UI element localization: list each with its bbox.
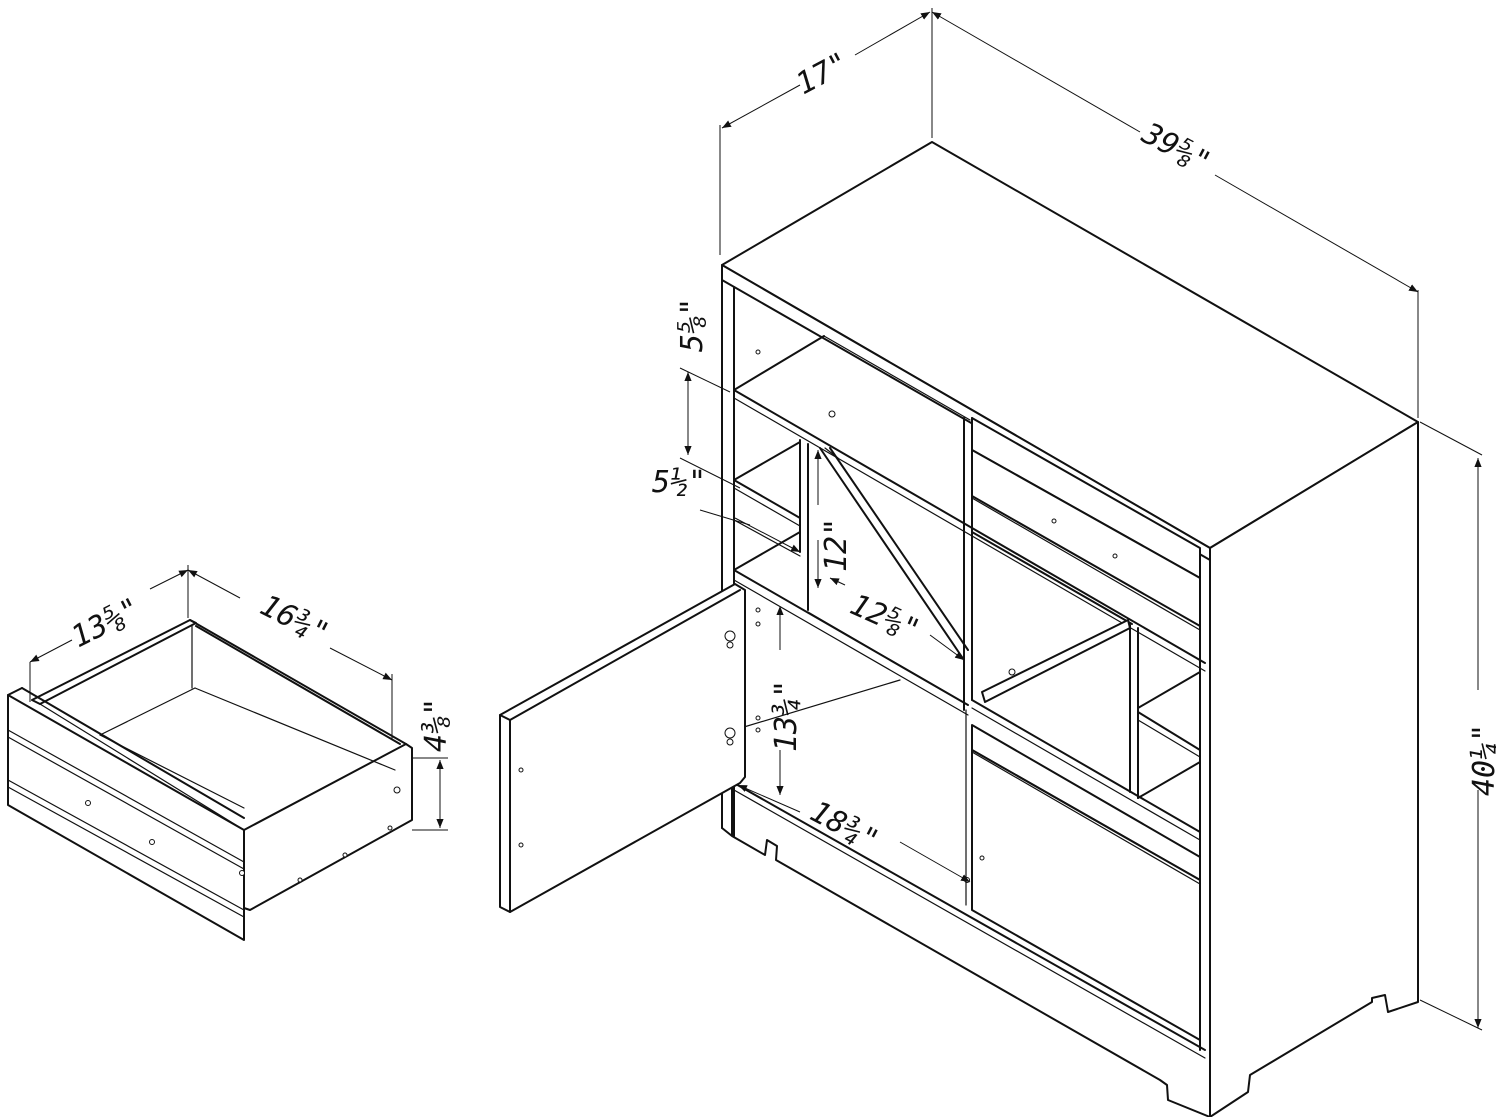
cabinet-depth-label: 17" <box>790 46 854 102</box>
door-opening-width-label: 18¾" <box>804 794 884 859</box>
divider-height-label: 12" <box>819 518 854 572</box>
drawer-height-label: 4⅜" <box>419 698 454 752</box>
drawer-depth-label: 13⅝" <box>66 591 146 655</box>
cabinet-height-label: 40¼" <box>1467 724 1496 796</box>
top-cubby-height-label: 5⅝" <box>675 298 710 352</box>
cabinet-illustration <box>499 141 1419 1117</box>
door-opening-height-label: 13¾" <box>769 680 804 752</box>
small-shelf-depth-label: 5½" <box>652 465 706 500</box>
cabinet-width-label: 39⅝" <box>1135 116 1216 181</box>
drawer-width-label: 16¾" <box>254 588 334 652</box>
drawer-illustration <box>7 619 413 941</box>
divider-width-label: 12⅝" <box>845 587 925 648</box>
